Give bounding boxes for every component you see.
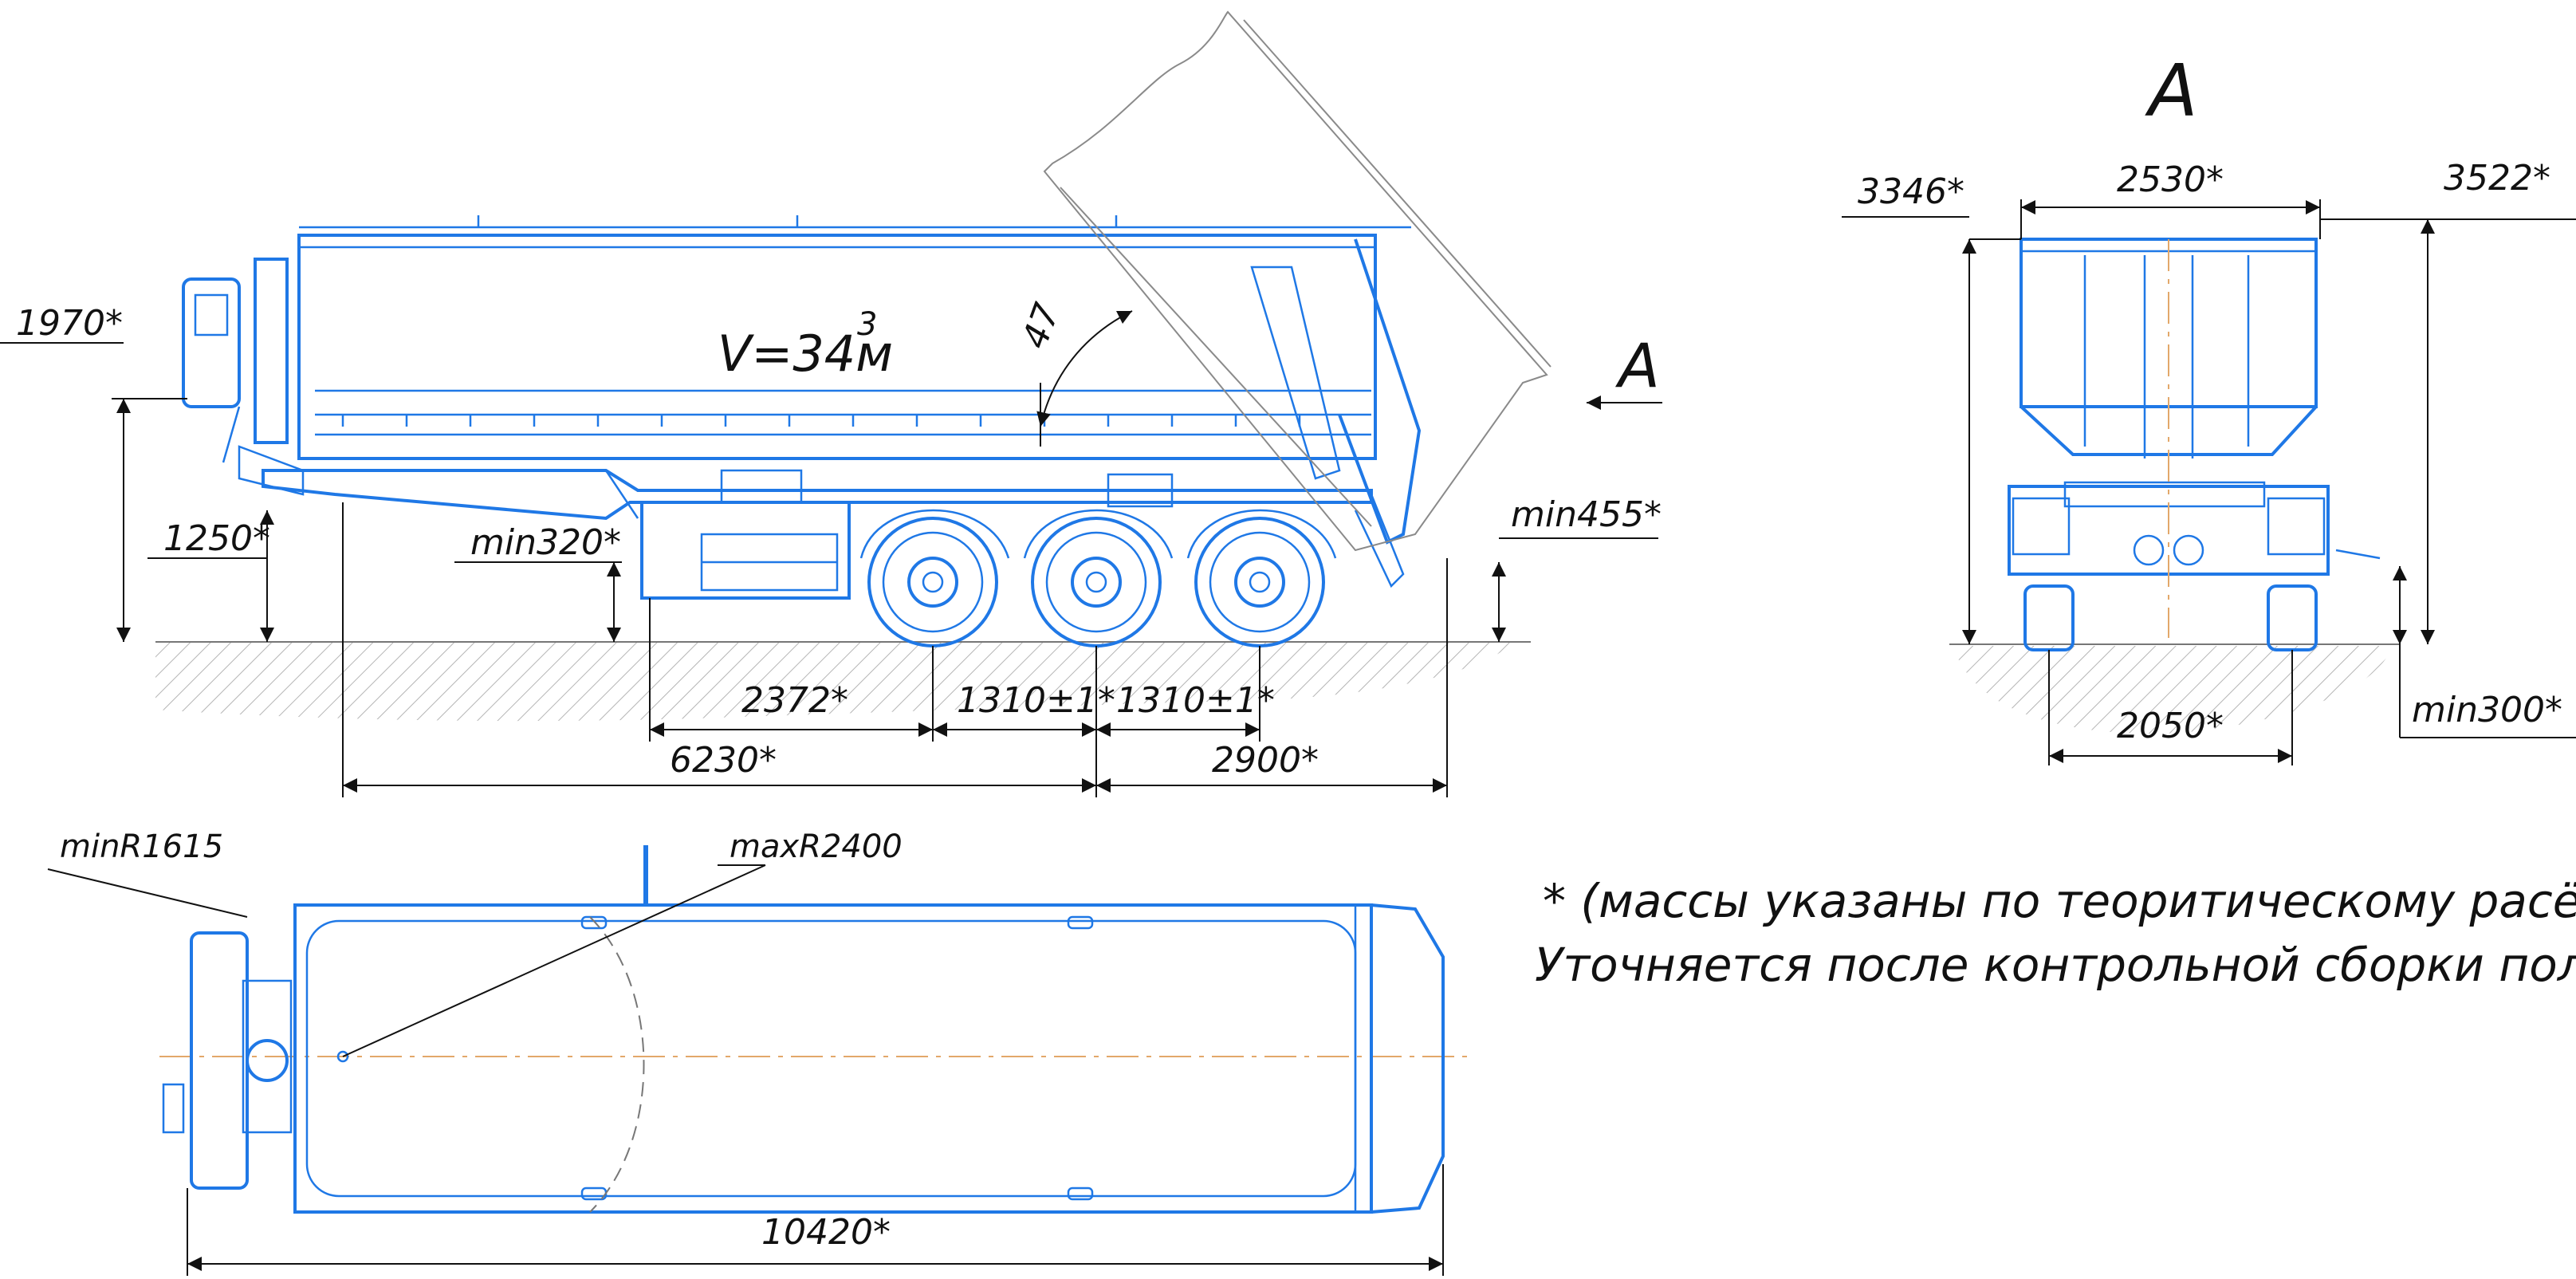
dim-minR: minR1615 (60, 828, 223, 865)
dim-min455: min455* (1511, 494, 1662, 535)
top-view: maxR2400 minR1615 10420* (47, 828, 1467, 1276)
dim-2372: 2372* (741, 680, 848, 721)
dim-2530: 2530* (2117, 159, 2224, 200)
dimensions-rear: 2530* 3346* 3522* 2050* min300* (1842, 158, 2576, 765)
ground-side (155, 641, 1531, 722)
dim-3346: 3346* (1858, 171, 1964, 212)
dim-min320: min320* (470, 522, 621, 563)
dim-1310-b: 1310±1* (1116, 680, 1275, 721)
side-view: V=34м 3 47 А 1970* 1250* min320* (0, 10, 1662, 797)
volume-exponent: 3 (857, 306, 877, 343)
section-mark-rear: А (2145, 49, 2198, 133)
rear-tailgate (1250, 238, 1422, 588)
tip-angle (1036, 310, 1133, 447)
angle-label: 47 (1014, 298, 1068, 354)
dim-2900: 2900* (1212, 740, 1319, 781)
dim-1310-a: 1310±1* (957, 680, 1115, 721)
dim-min300: min300* (2412, 690, 2562, 730)
dim-1970: 1970* (16, 303, 123, 344)
rear-view: А 2530* 3346* (1842, 49, 2576, 765)
dimensions-side: 1970* 1250* min320* min455* 2372* 131 (0, 303, 1662, 797)
dim-3522: 3522* (2444, 158, 2550, 199)
dim-maxR: maxR2400 (730, 828, 903, 865)
dim-2050: 2050* (2117, 706, 2224, 746)
wheel-1 (867, 517, 998, 647)
section-mark-side: А (1614, 330, 1660, 401)
chassis (262, 469, 1373, 600)
wheel-3 (1194, 517, 1325, 647)
note-line-2: Уточняется после контрольной сборки полу… (1535, 938, 2576, 992)
section-arrow-a: А (1587, 330, 1662, 410)
volume-label: V=34м (718, 325, 893, 383)
dim-6230: 6230* (670, 740, 777, 781)
note: * (массы указаны по теоритическому расёт… (1535, 874, 2576, 992)
wheel-2 (1031, 517, 1162, 647)
front-cylinder (182, 258, 305, 496)
tipped-body (1043, 10, 1551, 552)
dim-1250: 1250* (163, 518, 270, 559)
dim-10420: 10420* (761, 1212, 891, 1253)
trailer-body (297, 215, 1411, 460)
note-line-1: * (массы указаны по теоритическому расёт… (1543, 874, 2576, 928)
